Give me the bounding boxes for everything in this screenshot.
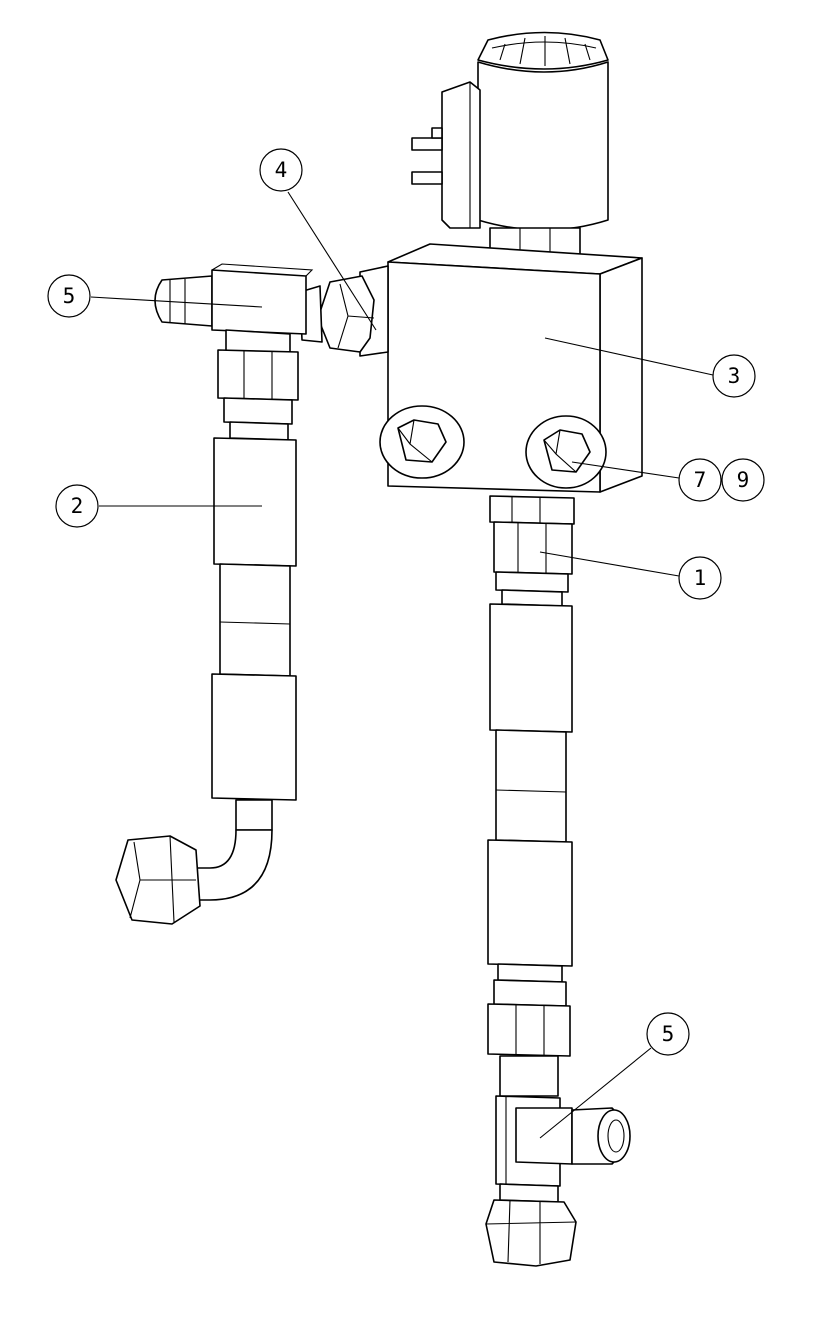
upper-tee-fitting (154, 263, 314, 353)
callout-5-lower-label: 5 (662, 1022, 675, 1046)
callout-5-lower: 5 (646, 1012, 690, 1056)
leader-lines (90, 191, 714, 1139)
lower-tee-fitting (485, 1095, 631, 1267)
leader-7-9 (571, 461, 680, 479)
callout-7-label: 7 (694, 468, 707, 492)
callout-1-label: 1 (694, 566, 707, 590)
leader-5-lower (539, 1047, 652, 1139)
side-fitting (299, 265, 389, 357)
callout-3: 3 (712, 354, 756, 398)
leader-3 (544, 337, 714, 376)
leader-1 (539, 551, 680, 577)
callout-5-upper-label: 5 (63, 284, 76, 308)
callout-2: 2 (55, 484, 99, 528)
leader-5-upper (90, 296, 263, 308)
callout-4-label: 4 (275, 158, 288, 182)
callout-3-label: 3 (728, 364, 741, 388)
callout-4: 4 (259, 148, 303, 192)
callout-5-upper: 5 (47, 274, 91, 318)
valve-block (379, 243, 643, 493)
left-hose-assembly (115, 349, 299, 925)
callout-2-label: 2 (71, 494, 84, 518)
solenoid-coil (411, 31, 609, 269)
callout-7: 7 (678, 458, 722, 502)
callout-9-label: 9 (737, 468, 750, 492)
leader-4 (287, 191, 377, 331)
callout-1: 1 (678, 556, 722, 600)
right-hose-assembly (487, 495, 575, 1097)
callout-9: 9 (721, 458, 765, 502)
